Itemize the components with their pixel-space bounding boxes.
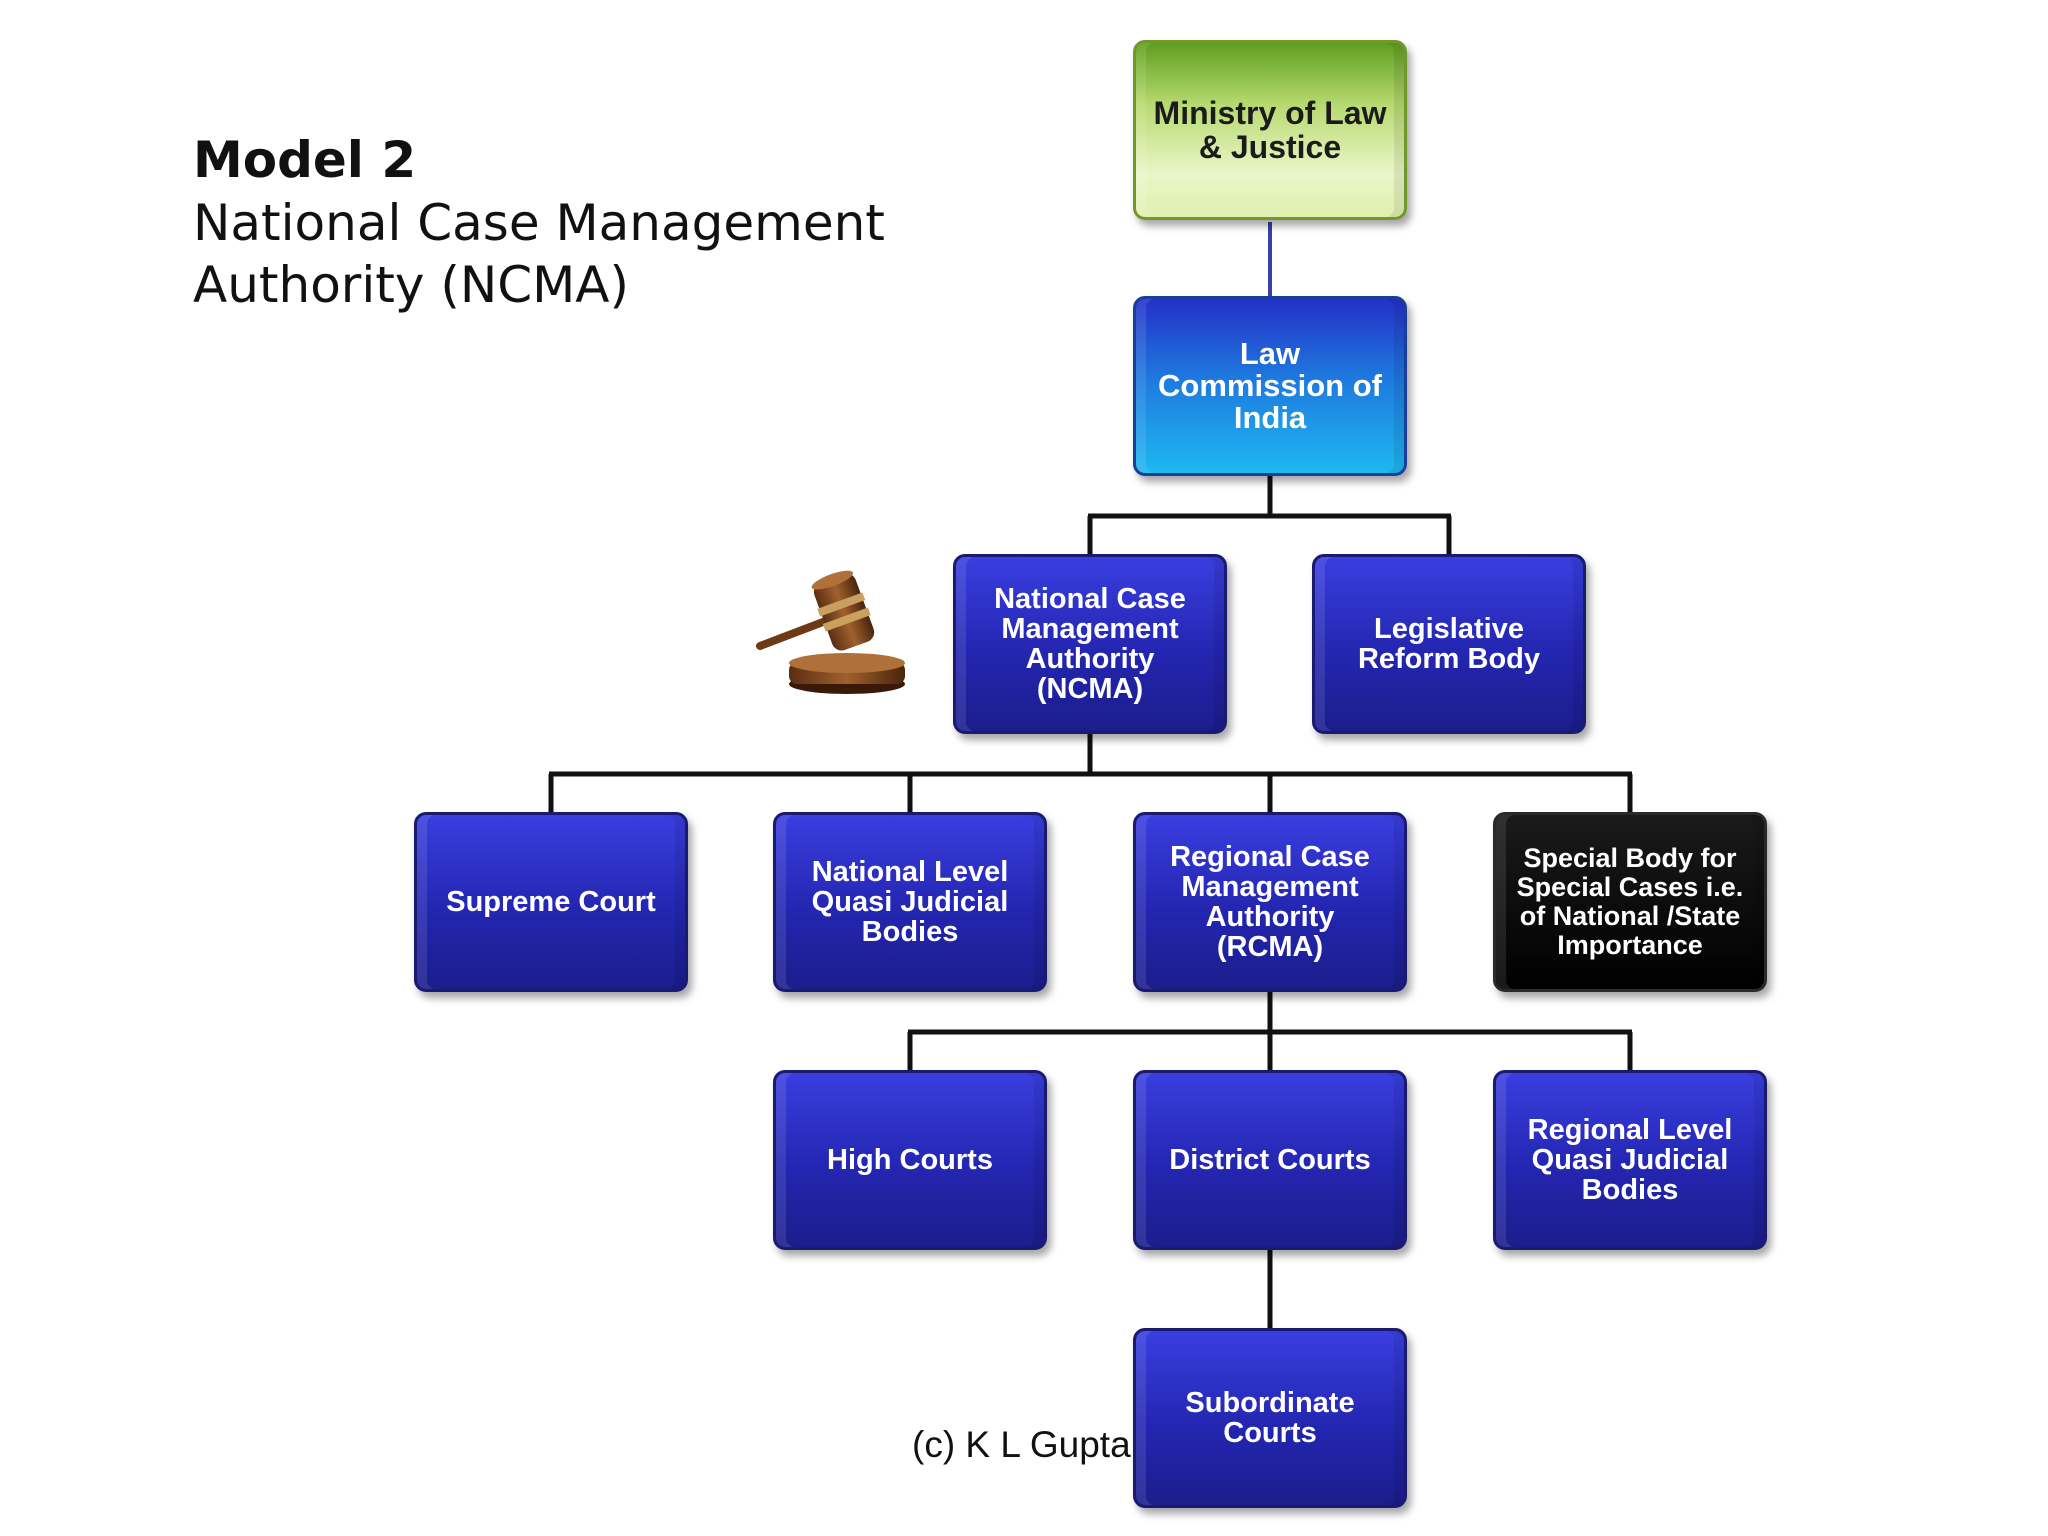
node-supreme-label: Supreme Court	[446, 886, 656, 918]
node-subordinate-label: Subordinate Courts	[1185, 1387, 1355, 1449]
node-law-commission-label: Law Commission of India	[1158, 336, 1382, 435]
node-high-label: High Courts	[827, 1144, 993, 1176]
node-regional-quasi-label: Regional Level Quasi Judicial Bodies	[1527, 1114, 1733, 1206]
page-subtitle: National Case Management Authority (NCMA…	[193, 194, 885, 314]
node-national-quasi-label: National Level Quasi Judicial Bodies	[811, 856, 1009, 948]
node-rcma: Regional Case Management Authority (RCMA…	[1133, 812, 1407, 992]
node-ministry: Ministry of Law & Justice	[1133, 40, 1407, 220]
node-legislative-label: Legislative Reform Body	[1357, 613, 1541, 675]
node-high: High Courts	[773, 1070, 1047, 1250]
node-subordinate: Subordinate Courts	[1133, 1328, 1407, 1508]
node-district: District Courts	[1133, 1070, 1407, 1250]
node-special-label: Special Body for Special Cases i.e. of N…	[1516, 843, 1744, 960]
node-ncma: National Case Management Authority (NCMA…	[953, 554, 1227, 734]
node-special: Special Body for Special Cases i.e. of N…	[1493, 812, 1767, 992]
node-district-label: District Courts	[1169, 1144, 1371, 1176]
node-rcma-label: Regional Case Management Authority (RCMA…	[1170, 841, 1370, 963]
gavel-icon	[756, 570, 905, 694]
node-ncma-label: National Case Management Authority (NCMA…	[994, 583, 1186, 705]
node-national-quasi: National Level Quasi Judicial Bodies	[773, 812, 1047, 992]
node-legislative: Legislative Reform Body	[1312, 554, 1586, 734]
node-law-commission: Law Commission of India	[1133, 296, 1407, 476]
node-regional-quasi: Regional Level Quasi Judicial Bodies	[1493, 1070, 1767, 1250]
node-ministry-label: Ministry of Law & Justice	[1153, 95, 1387, 165]
copyright-credit: (c) K L Gupta	[912, 1424, 1131, 1465]
node-supreme: Supreme Court	[414, 812, 688, 992]
title-block: Model 2 National Case Management Authori…	[193, 128, 885, 316]
page-title: Model 2	[193, 131, 417, 189]
